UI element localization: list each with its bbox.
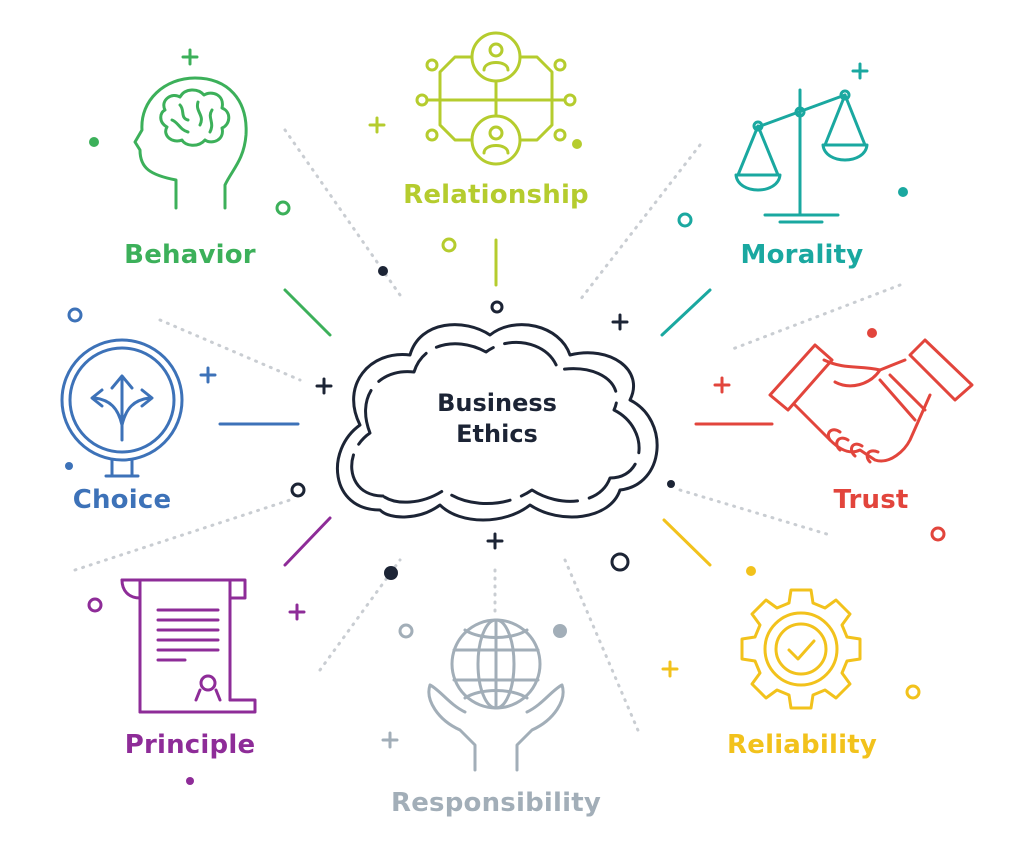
globe-in-hands-icon (427, 618, 565, 772)
label-trust: Trust (833, 485, 909, 515)
connector-lines (218, 238, 774, 567)
connector-behavior (283, 288, 332, 337)
scroll-document-icon (120, 578, 257, 714)
brain-head-icon (133, 76, 248, 210)
label-relationship: Relationship (403, 180, 589, 210)
connector-principle (283, 516, 332, 567)
decorations (65, 48, 946, 785)
connector-reliability (662, 518, 712, 567)
center-title-line2: Ethics (456, 420, 538, 448)
direction-arrows-icon (60, 338, 184, 478)
handshake-icon (768, 338, 974, 464)
people-network-icon (415, 31, 577, 166)
label-choice: Choice (72, 485, 172, 515)
label-principle: Principle (124, 730, 256, 760)
label-morality: Morality (740, 240, 864, 270)
scales-of-justice-icon (734, 88, 869, 224)
cloud-icon (336, 323, 659, 522)
connector-morality (660, 288, 712, 337)
center-title-line1: Business (437, 389, 557, 417)
label-behavior: Behavior (124, 240, 256, 270)
label-responsibility: Responsibility (390, 788, 602, 818)
center-topic: Business Ethics (437, 388, 557, 450)
gear-checkmark-icon (740, 588, 862, 710)
label-reliability: Reliability (727, 730, 877, 760)
